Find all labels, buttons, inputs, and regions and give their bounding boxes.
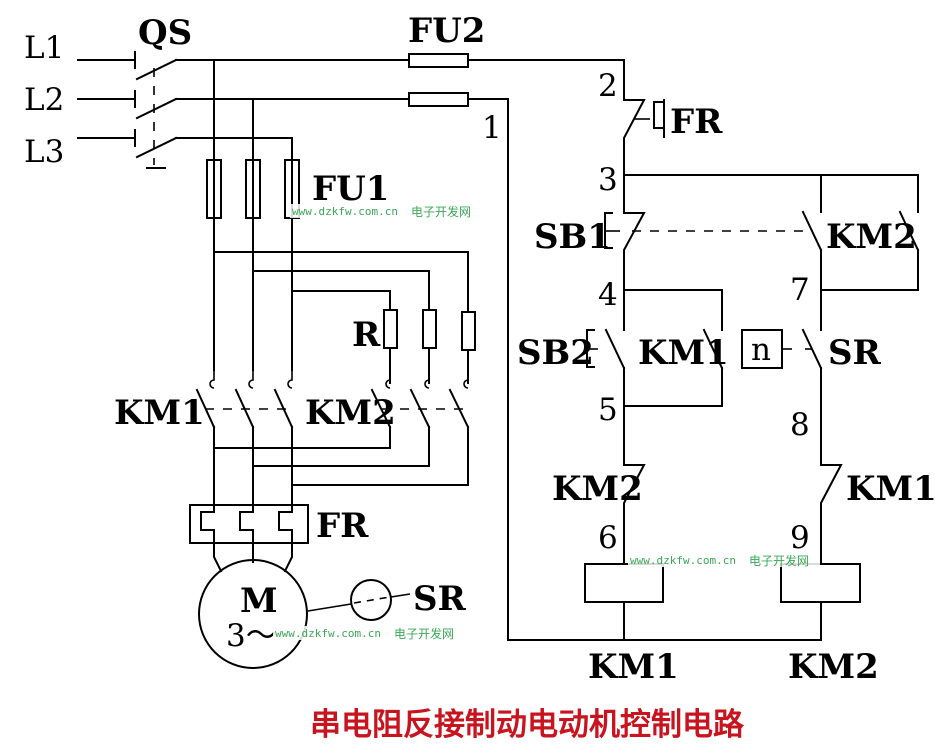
watermark-site-2: 电子开发网 [749,553,809,568]
node-6: 6 [598,520,618,556]
watermark-url-2: www.dzkfw.com.cn [630,554,736,567]
label-r: R [352,315,381,355]
node-9: 9 [790,520,810,556]
node-2: 2 [598,68,618,104]
km1-main-contacts: KM1 [114,370,294,433]
label-motor: M [240,581,278,621]
speed-relay: SR [307,579,467,621]
watermark-site-3: 电子开发网 [394,626,454,641]
motor: M 3～ [198,559,308,669]
sb2-start-button: 4 SB2 KM1 5 [517,277,729,466]
node-1: 1 [482,110,502,146]
watermarks: www.dzkfw.com.cn 电子开发网 www.dzkfw.com.cn … [273,204,820,641]
label-motor-phase: 3～ [226,618,277,654]
label-fr-contact: FR [670,102,723,142]
motor-leads [213,542,293,573]
label-L2: L2 [24,82,64,118]
label-sb1: SB1 [534,217,611,257]
km1-interlock: KM1 9 [790,464,935,566]
node-5: 5 [598,392,618,428]
coil-km1 [584,563,664,603]
fr-nc-contact: 2 FR [598,59,723,176]
fr-thermal-relay: FR [189,504,369,546]
label-coil-km1: KM1 [588,647,679,687]
post-contact-lines [213,426,469,536]
label-sb2: SB2 [517,333,594,373]
label-km2-interlock: KM2 [552,469,643,509]
label-sr-main: SR [413,579,467,619]
diagram-title: 串电阻反接制动电动机控制电路 [310,707,745,743]
node-8: 8 [790,407,810,443]
label-qs: QS [138,13,192,53]
watermark-site-1: 电子开发网 [411,204,471,219]
phase-labels: L1 L2 L3 [24,30,64,170]
label-L3: L3 [24,134,64,170]
label-km1-hold: KM1 [638,333,729,373]
coils: KM1 KM2 [584,563,879,687]
node-4: 4 [598,277,618,313]
fu2-fuses: FU2 1 [408,11,625,641]
qs-switch: QS [134,13,192,169]
coil-km2 [780,563,861,603]
label-sr-n: n [751,332,771,368]
km2-no-contact: KM2 7 [790,210,920,331]
fu1-fuses: FU1 [206,159,389,219]
label-fu1: FU1 [312,169,389,209]
label-km1-main: KM1 [114,393,205,433]
label-fu2: FU2 [408,11,485,51]
watermark-url-1: www.dzkfw.com.cn [292,205,398,218]
bus-lines [175,59,411,139]
label-coil-km2: KM2 [788,647,879,687]
km2-main-contacts: KM2 [305,370,470,433]
label-L1: L1 [24,30,64,66]
watermark-url-3: www.dzkfw.com.cn [275,627,381,640]
label-km2-contact: KM2 [826,217,917,257]
label-sr-contact: SR [828,333,882,373]
sb1-stop-button: SB1 [534,174,810,291]
label-fr-main: FR [316,506,369,546]
resistors-r: R [352,309,476,384]
node-3-junction: 3 [598,162,919,213]
label-km2-main: KM2 [305,393,396,433]
node-3: 3 [598,162,618,198]
label-km1-interlock: KM1 [846,469,935,509]
sr-contact: n SR 8 [741,328,882,466]
km2-interlock: KM2 6 [552,464,646,566]
resistor-taps [213,251,469,313]
incoming-lines [77,59,136,139]
node-7: 7 [790,272,810,308]
